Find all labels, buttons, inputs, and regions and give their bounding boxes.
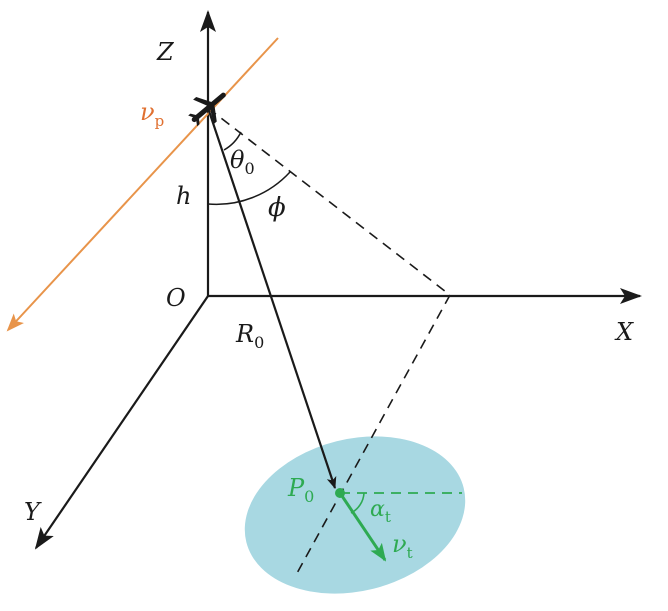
airplane-icon	[188, 92, 226, 127]
dashed-line-platform-to-ground	[207, 107, 451, 296]
range-label: R0	[235, 320, 264, 352]
dashed-line-ground-projection	[295, 294, 451, 576]
x-axis-label: X	[614, 318, 634, 346]
y-axis	[34, 295, 209, 550]
platform-velocity-label: νp	[140, 98, 164, 130]
theta-label: θ0	[230, 146, 255, 178]
slant-range-line	[206, 107, 337, 489]
origin-label: O	[166, 284, 186, 312]
target-point-label: P0	[287, 474, 314, 506]
platform-track-arrow	[6, 37, 279, 332]
z-axis-label: Z	[156, 38, 175, 66]
target-region	[244, 436, 466, 594]
theta-arc	[223, 131, 242, 151]
target-velocity-label: νt	[392, 530, 413, 562]
phi-arc	[207, 171, 291, 206]
target-velocity-arrow	[338, 492, 387, 562]
alpha-label: αt	[370, 497, 391, 526]
target-point	[335, 488, 345, 498]
phi-label: ϕ	[268, 193, 286, 223]
height-label: h	[176, 182, 191, 210]
y-axis-label: Y	[24, 498, 42, 526]
